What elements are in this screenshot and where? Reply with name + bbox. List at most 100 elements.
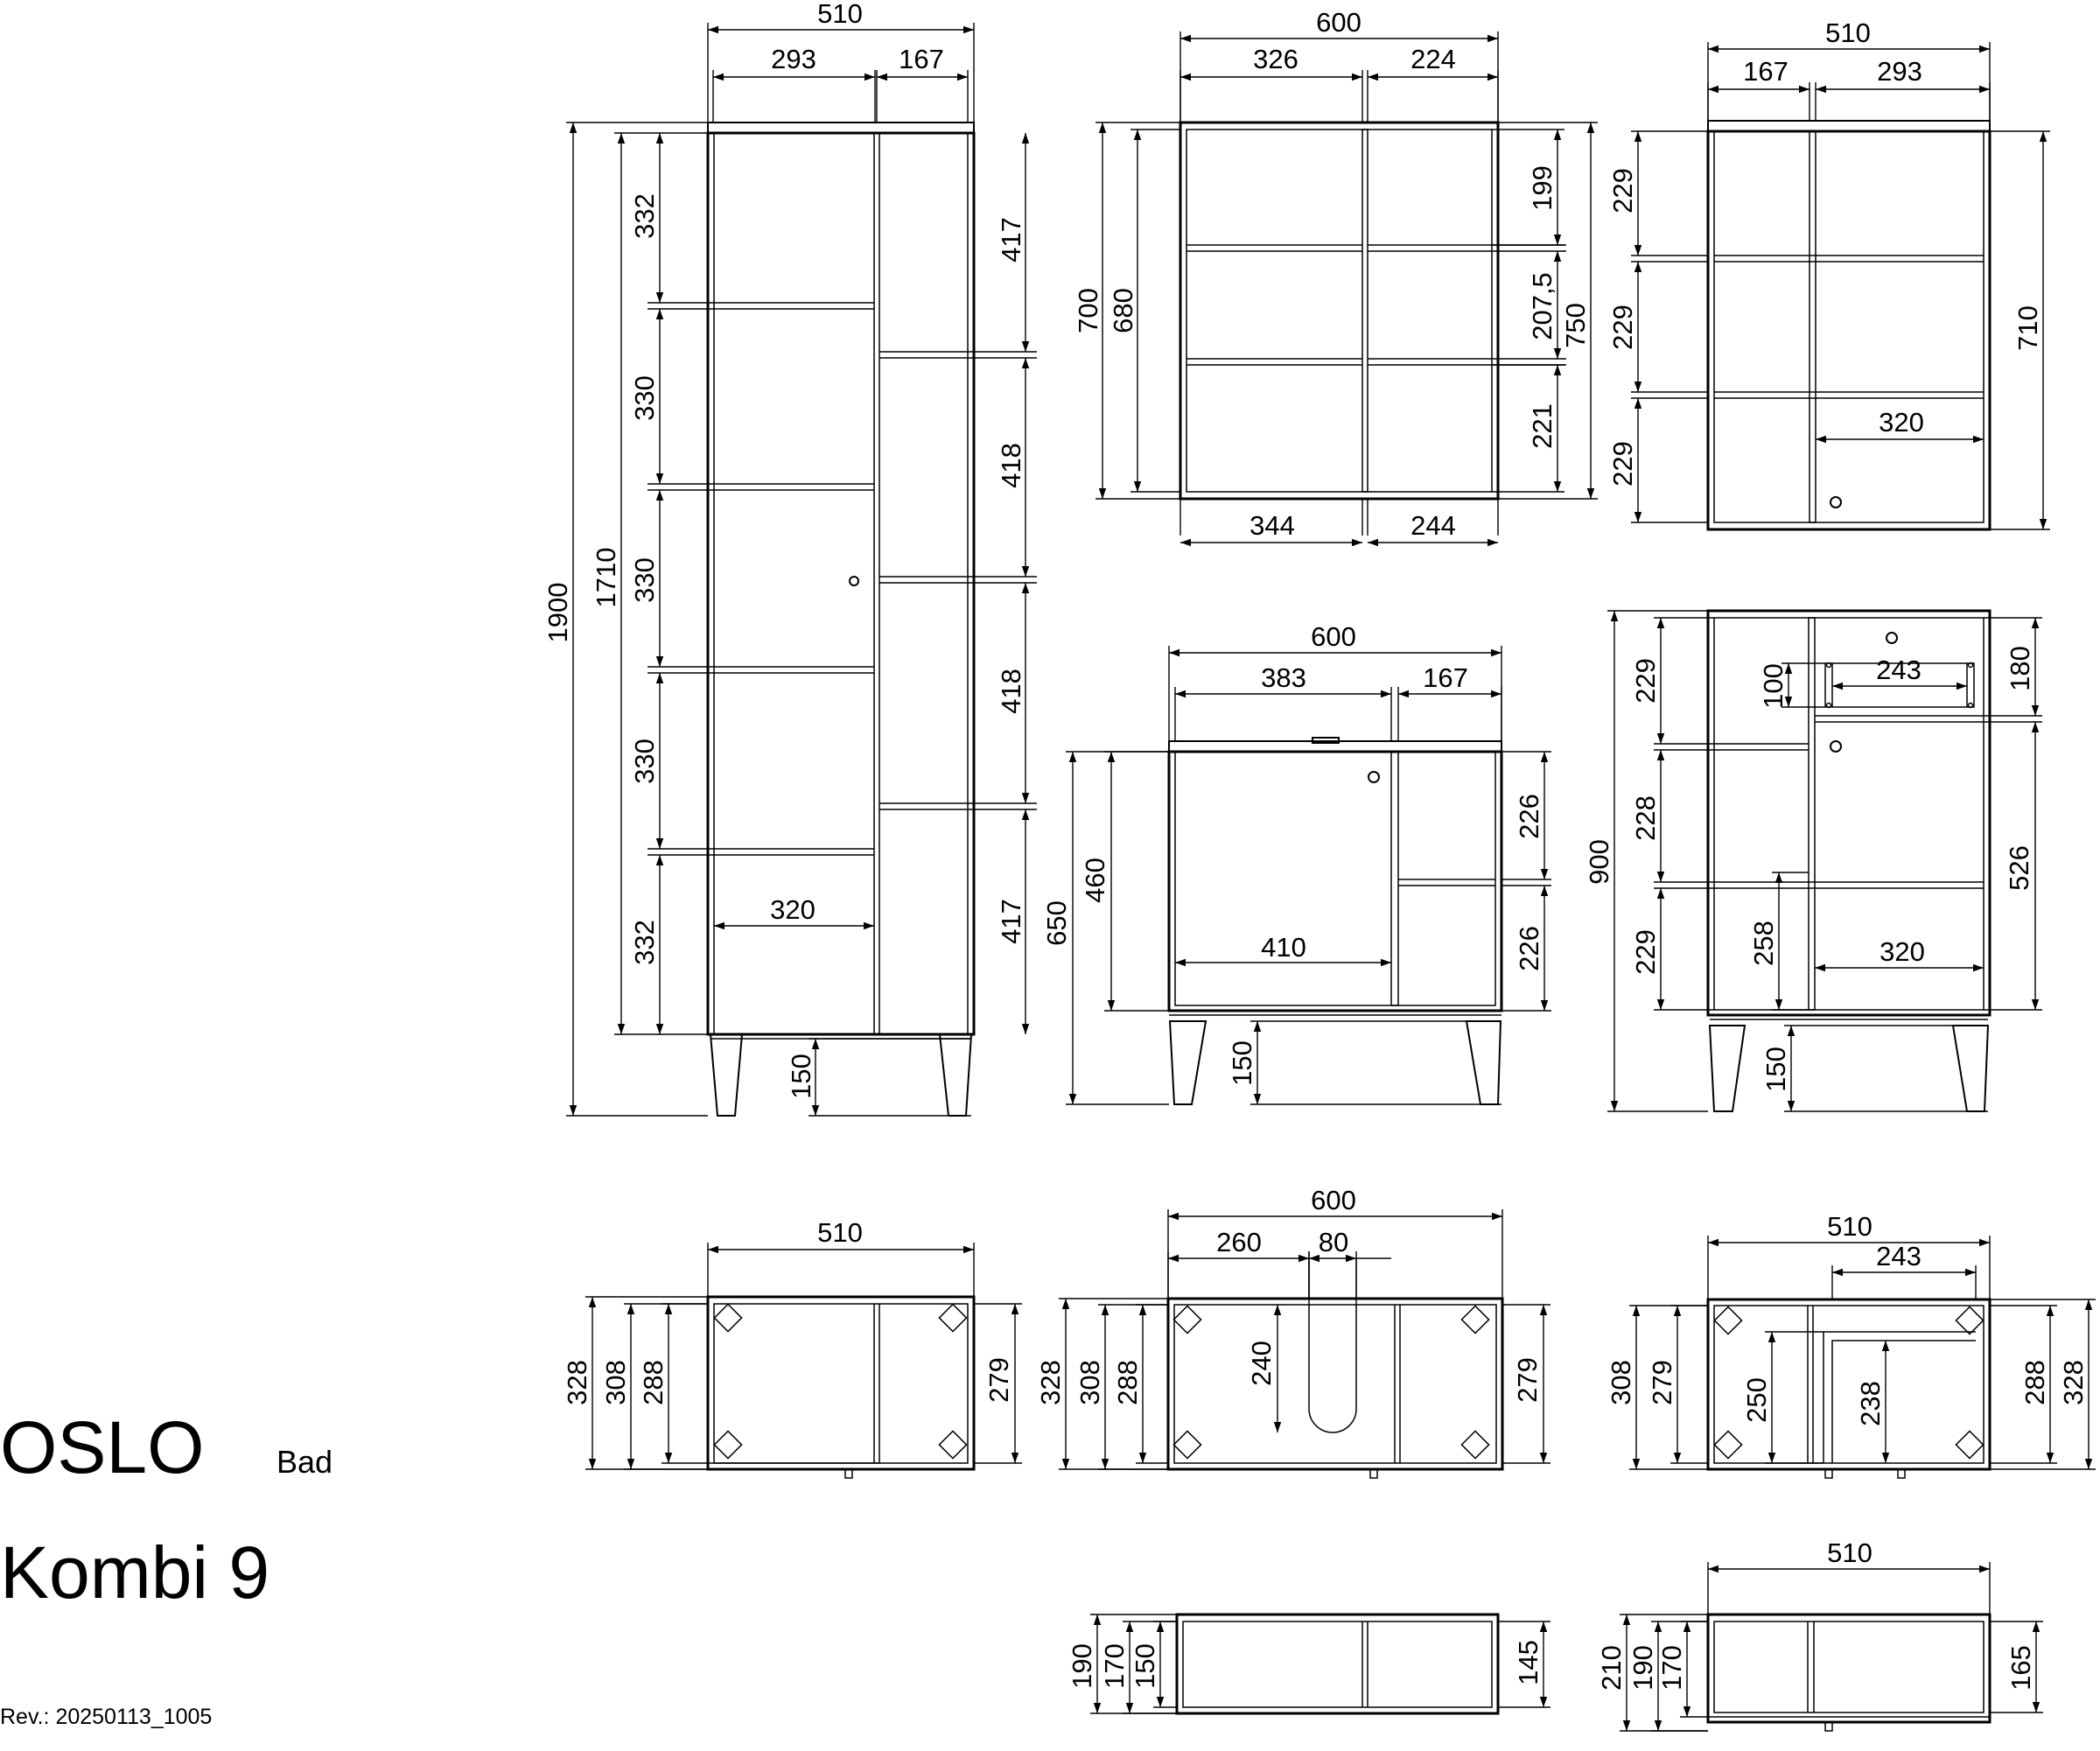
- product-model: Kombi 9: [0, 1531, 270, 1614]
- dim-tall-width: 510: [817, 0, 863, 29]
- leg-right: [1951, 1025, 1990, 1112]
- dim-top-mid-drawer-width: 243: [1876, 1241, 1922, 1271]
- dim-top-sink-right-depth: 279: [1512, 1357, 1543, 1403]
- dim-mid-drawer-width: 243: [1876, 655, 1922, 685]
- dim-top-narrow-depth-3: 170: [1656, 1645, 1687, 1691]
- dim-wide-left-width: 326: [1253, 44, 1298, 74]
- drawer-frame: [1824, 662, 1975, 708]
- dim-top-wide-depth-1: 190: [1067, 1643, 1097, 1689]
- dim-mid-shelf-height: 258: [1748, 921, 1779, 966]
- leg-right: [1465, 1020, 1502, 1105]
- dim-wide-bottom-left: 344: [1250, 510, 1295, 541]
- dim-top-sink-cutout: 80: [1319, 1227, 1348, 1257]
- dim-sink-shelf-2: 226: [1514, 926, 1544, 971]
- dim-mid-shelf-1: 229: [1630, 658, 1661, 704]
- dim-tall-left-shelf-2: 330: [629, 375, 660, 421]
- sink-base-front: [1167, 737, 1503, 1105]
- dim-top-sink-width: 600: [1311, 1185, 1356, 1215]
- dim-sink-right-width: 167: [1423, 662, 1468, 693]
- dim-sink-door-height: 460: [1080, 858, 1110, 903]
- leg-left: [1708, 1025, 1746, 1112]
- dim-sink-width: 600: [1311, 621, 1356, 652]
- mid-cabinet-top-view: [1706, 1298, 1992, 1479]
- dim-wide-shelf-3: 221: [1527, 403, 1558, 449]
- dim-top-mid-depth-right-1: 288: [2020, 1360, 2050, 1405]
- dim-top-tall-depth-2: 308: [600, 1360, 631, 1405]
- leg-right: [938, 1033, 973, 1117]
- door-knob-icon: [1368, 771, 1380, 783]
- dim-top-sink-depth-2: 308: [1074, 1360, 1105, 1405]
- dim-top-tall-depth-3: 288: [638, 1360, 668, 1405]
- dim-top-wide-depth-2: 170: [1099, 1643, 1130, 1689]
- dim-mid-leg-height: 150: [1760, 1047, 1791, 1092]
- dim-top-mid-depth-left-2: 279: [1647, 1360, 1677, 1405]
- wall-cabinet-wide-top-view: [1175, 1613, 1500, 1715]
- dim-wide-height-outer: 700: [1073, 288, 1103, 333]
- dim-tall-left-shelf-5: 332: [629, 920, 660, 965]
- dim-wide-height-inner: 680: [1108, 288, 1138, 333]
- dim-top-narrow-right-depth: 165: [2006, 1645, 2036, 1691]
- dim-top-mid-width: 510: [1827, 1211, 1872, 1242]
- door-knob-icon: [1830, 740, 1842, 753]
- dim-wide-side-height: 750: [1560, 303, 1591, 348]
- dim-mid-drawer-front: 180: [2005, 646, 2035, 691]
- dim-wide-shelf-1: 199: [1527, 165, 1558, 211]
- dim-tall-leg-height: 150: [786, 1054, 816, 1099]
- dim-tall-right-shelf-4: 417: [996, 899, 1026, 944]
- dim-top-narrow-depth-2: 190: [1628, 1645, 1658, 1691]
- dim-narrow-height: 710: [2012, 305, 2043, 351]
- sink-base-top-view: [1166, 1297, 1504, 1479]
- product-name: OSLO: [0, 1406, 204, 1488]
- dim-top-mid-inner-250: 250: [1741, 1377, 1772, 1423]
- dim-mid-shelf-3: 229: [1630, 929, 1661, 975]
- dim-narrow-right-width: 293: [1877, 56, 1922, 87]
- dim-mid-inner-width: 320: [1880, 936, 1925, 967]
- dim-tall-right-shelf-3: 418: [996, 669, 1026, 714]
- dim-wide-bottom-right: 244: [1410, 510, 1456, 541]
- wall-cabinet-wide-front: [1179, 121, 1500, 501]
- door-knob-icon: [1830, 496, 1842, 508]
- dim-narrow-inner-width: 320: [1879, 407, 1924, 438]
- dim-tall-inner-width: 320: [770, 894, 816, 925]
- dim-top-sink-cutout-depth: 240: [1246, 1341, 1277, 1386]
- dim-top-mid-depth-right-2: 328: [2058, 1360, 2089, 1405]
- dim-tall-right-shelf-1: 417: [996, 217, 1026, 263]
- dim-tall-right-width: 167: [899, 44, 944, 74]
- wall-cabinet-narrow-front: [1706, 120, 1992, 531]
- dim-top-mid-inner-238: 238: [1855, 1381, 1886, 1426]
- dim-sink-shelf-1: 226: [1514, 794, 1544, 839]
- dim-top-mid-depth-left-1: 308: [1606, 1360, 1636, 1405]
- dim-sink-leg-height: 150: [1227, 1040, 1257, 1086]
- dim-top-tall-depth-1: 328: [562, 1360, 592, 1405]
- dim-wide-right-width: 224: [1410, 44, 1456, 74]
- drawer-knob-icon: [1886, 632, 1898, 644]
- dim-wide-width: 600: [1316, 7, 1362, 38]
- tall-cabinet-front: [706, 122, 976, 1117]
- revision-label: Rev.: 20250113_1005: [0, 1705, 212, 1729]
- dim-mid-shelf-2: 228: [1630, 795, 1661, 841]
- dim-top-wide-right-depth: 145: [1513, 1640, 1544, 1685]
- dim-tall-left-shelf-4: 330: [629, 739, 660, 784]
- dim-top-narrow-width: 510: [1827, 1537, 1872, 1568]
- title-block: OSLO Bad Kombi 9 Rev.: 20250113_1005: [0, 1406, 332, 1729]
- dim-top-narrow-depth-1: 210: [1596, 1645, 1627, 1691]
- dim-narrow-shelf-3: 229: [1607, 441, 1638, 487]
- product-category: Bad: [276, 1444, 332, 1480]
- dim-top-wide-depth-3: 150: [1130, 1643, 1160, 1689]
- dim-mid-drawer-height: 100: [1758, 663, 1788, 709]
- dim-top-tall-right-depth: 279: [984, 1357, 1014, 1403]
- dim-mid-door-height: 526: [2004, 845, 2034, 891]
- dim-sink-height: 650: [1041, 900, 1072, 946]
- dim-narrow-width: 510: [1825, 18, 1871, 48]
- dim-narrow-shelf-2: 229: [1607, 305, 1638, 350]
- sink-cutout: [1308, 1305, 1357, 1433]
- dimension-lines: [566, 23, 2096, 1732]
- dimension-labels: 510 293 167 1900 1710 332 330 330 330 33…: [542, 0, 2089, 1691]
- door-knob-icon: [849, 576, 859, 586]
- dim-tall-left-width: 293: [771, 44, 816, 74]
- dim-sink-left-width: 383: [1261, 662, 1306, 693]
- dim-narrow-shelf-1: 229: [1607, 168, 1638, 214]
- dim-top-sink-left-part: 260: [1216, 1227, 1262, 1257]
- dim-top-sink-depth-1: 328: [1035, 1360, 1066, 1405]
